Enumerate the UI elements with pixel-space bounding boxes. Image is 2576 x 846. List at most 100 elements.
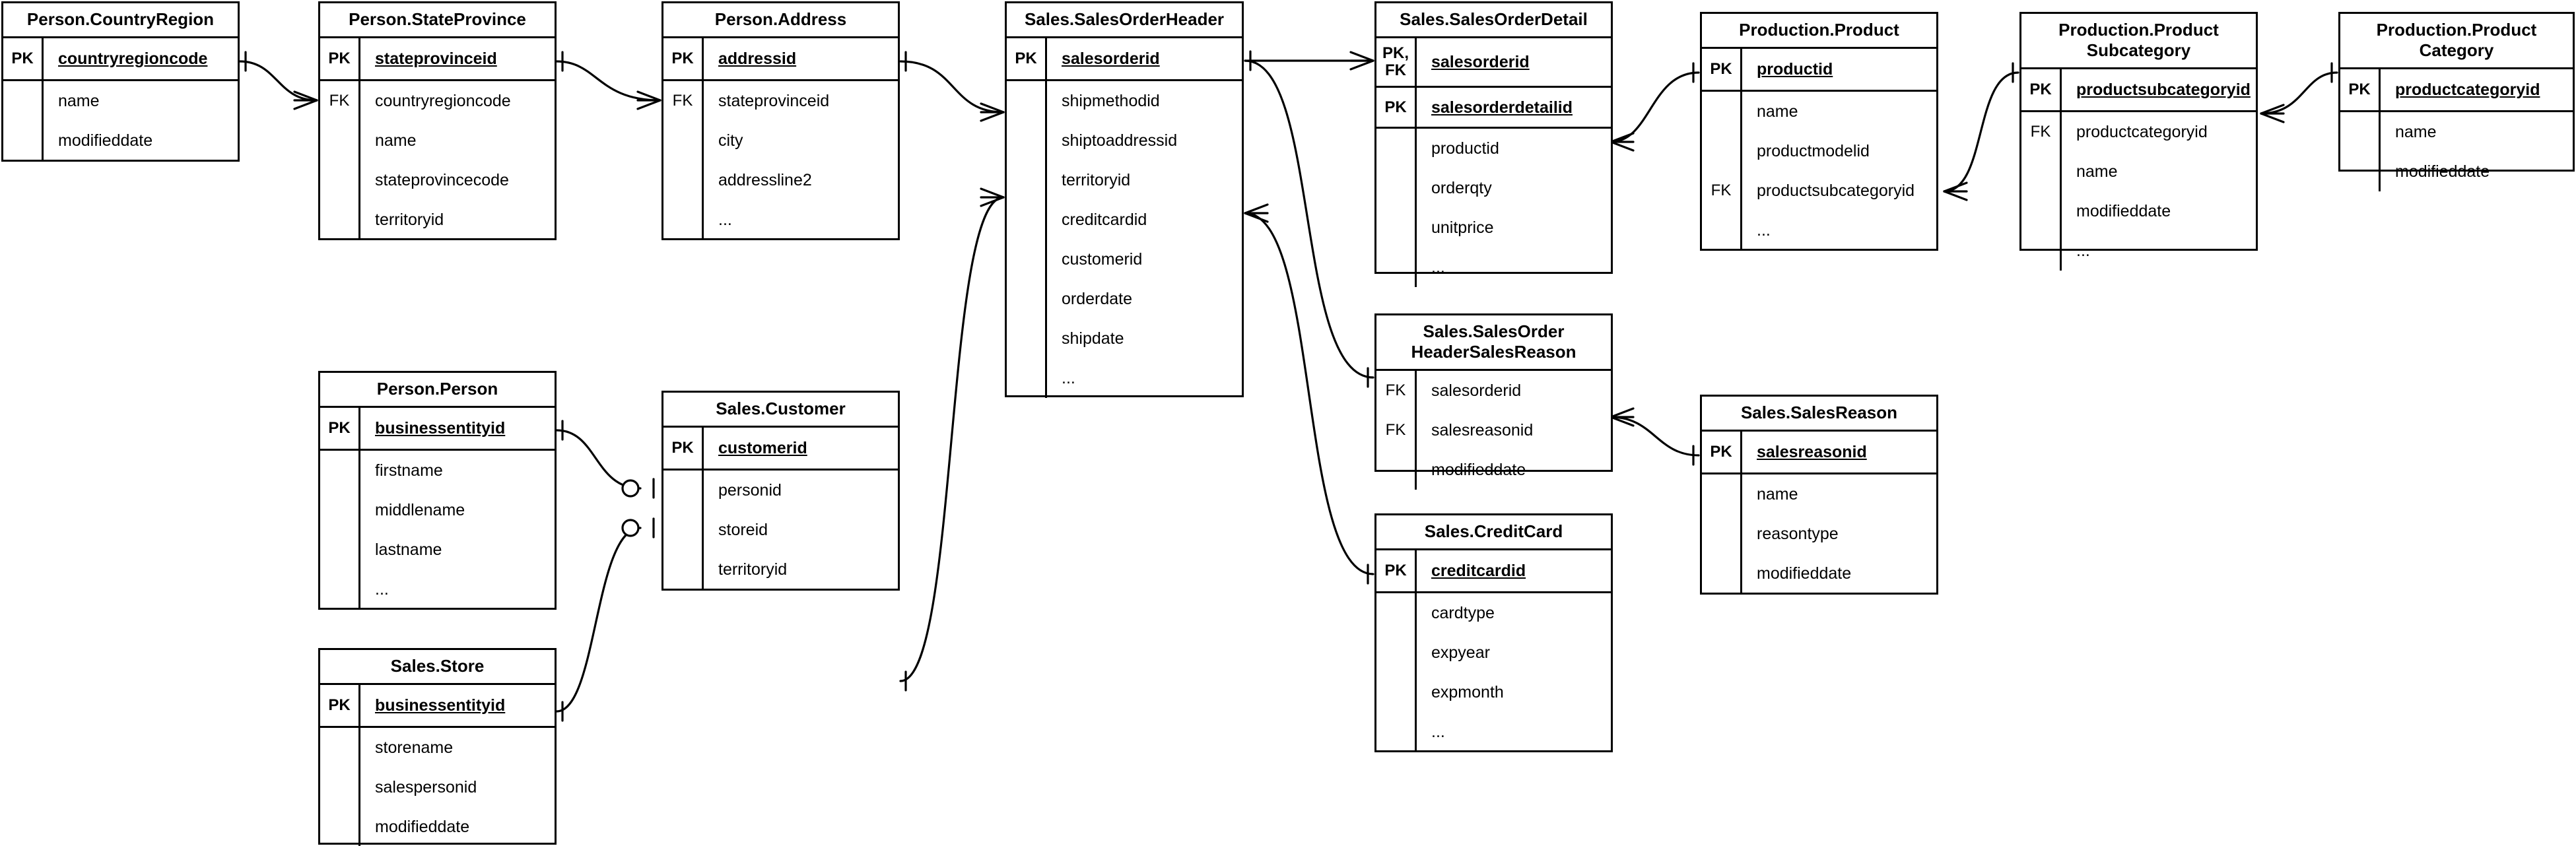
entity-sales-store[interactable]: Sales.Store PK businessentityid storenam… xyxy=(318,648,557,846)
attr-label: expyear xyxy=(1431,643,1490,662)
key-marker xyxy=(1376,247,1417,287)
attr-row[interactable]: FK productcategoryid xyxy=(2021,112,2256,152)
attr-row[interactable]: storeid xyxy=(663,510,898,550)
key-marker xyxy=(2340,152,2381,191)
attr-row[interactable]: ... xyxy=(1376,712,1611,752)
attr-label: city xyxy=(718,131,743,150)
attr-row[interactable]: modifieddate xyxy=(1702,554,1936,593)
entity-person-countryregion[interactable]: Person.CountryRegion PK countryregioncod… xyxy=(1,1,240,162)
attr-row[interactable]: city xyxy=(663,121,898,160)
attr-row[interactable]: territoryid xyxy=(1007,160,1242,200)
attr-row[interactable]: PK stateprovinceid xyxy=(320,38,555,79)
attr-row[interactable]: PK salesreasonid xyxy=(1702,432,1936,472)
attr-row[interactable]: name xyxy=(2021,152,2256,191)
attr-row[interactable]: modifieddate xyxy=(2340,152,2573,191)
entity-sales-customer[interactable]: Sales.Customer PK customerid personid st… xyxy=(661,391,900,591)
attribute-section: shipmethodid shiptoaddressid territoryid… xyxy=(1007,81,1242,398)
attr-row[interactable]: shipdate xyxy=(1007,319,1242,358)
entity-person-person[interactable]: Person.Person PK businessentityid firstn… xyxy=(318,371,557,610)
attr-row[interactable]: addressline2 xyxy=(663,160,898,200)
attr-row[interactable]: PK, FK salesorderid xyxy=(1376,38,1611,86)
attr-label: name xyxy=(375,131,417,150)
attr-row[interactable]: unitprice xyxy=(1376,208,1611,247)
attr-row[interactable]: PK salesorderdetailid xyxy=(1376,86,1611,127)
attr-label: lastname xyxy=(375,540,442,559)
entity-sales-salesreason[interactable]: Sales.SalesReason PK salesreasonid name … xyxy=(1700,395,1938,595)
attr-row[interactable]: cardtype xyxy=(1376,593,1611,633)
attr-row[interactable]: shipmethodid xyxy=(1007,81,1242,121)
attr-row[interactable]: territoryid xyxy=(663,550,898,589)
key-section: PK stateprovinceid xyxy=(320,38,555,81)
attr-row[interactable]: firstname xyxy=(320,451,555,490)
attr-row[interactable]: modifieddate xyxy=(3,121,238,160)
attr-row[interactable]: FK productsubcategoryid xyxy=(1702,171,1936,211)
entity-person-address[interactable]: Person.Address PK addressid FK stateprov… xyxy=(661,1,900,240)
attr-row[interactable]: PK productsubcategoryid xyxy=(2021,69,2256,110)
attr-label: salespersonid xyxy=(375,778,477,797)
attr-row[interactable]: middlename xyxy=(320,490,555,530)
entity-sales-salesorderheadersalesreason[interactable]: Sales.SalesOrder HeaderSalesReason FK sa… xyxy=(1374,313,1613,490)
attr-row[interactable]: modifieddate xyxy=(2021,191,2256,231)
attr-label: salesreasonid xyxy=(1757,443,1867,461)
edge-store-customer xyxy=(555,527,642,713)
entity-sales-salesorderheader[interactable]: Sales.SalesOrderHeader PK salesorderid s… xyxy=(1005,1,1244,398)
attr-row[interactable]: expmonth xyxy=(1376,672,1611,712)
attr-row[interactable]: ... xyxy=(1702,211,1936,250)
attr-row[interactable]: ... xyxy=(1376,247,1611,287)
attr-row[interactable]: storename xyxy=(320,728,555,767)
attr-row[interactable]: PK productid xyxy=(1702,49,1936,90)
attr-row[interactable]: lastname xyxy=(320,530,555,569)
attr-row[interactable]: PK salesorderid xyxy=(1007,38,1242,79)
attr-label: shiptoaddressid xyxy=(1062,131,1178,150)
entity-person-stateprovince[interactable]: Person.StateProvince PK stateprovinceid … xyxy=(318,1,557,240)
entity-production-productsubcategory[interactable]: Production.Product Subcategory PK produc… xyxy=(2019,12,2258,271)
attr-row[interactable]: orderdate xyxy=(1007,279,1242,319)
attribute-section: storename salespersonid modifieddate xyxy=(320,728,555,846)
attr-row[interactable]: ... xyxy=(663,200,898,240)
entity-production-productcategory[interactable]: Production.Product Category PK productca… xyxy=(2338,12,2575,191)
attr-row[interactable]: shiptoaddressid xyxy=(1007,121,1242,160)
attr-row[interactable]: FK salesreasonid xyxy=(1376,410,1611,450)
attr-row[interactable]: PK countryregioncode xyxy=(3,38,238,79)
attr-row[interactable]: PK businessentityid xyxy=(320,408,555,449)
attr-row[interactable]: name xyxy=(1702,92,1936,131)
attr-row[interactable]: name xyxy=(3,81,238,121)
attr-row[interactable]: name xyxy=(320,121,555,160)
attr-row[interactable]: productmodelid xyxy=(1702,131,1936,171)
attr-row[interactable]: productid xyxy=(1376,129,1611,168)
entity-sales-salesorderdetail[interactable]: Sales.SalesOrderDetail PK, FK salesorder… xyxy=(1374,1,1613,287)
attr-row[interactable]: modifieddate xyxy=(320,807,555,846)
entity-production-product[interactable]: Production.Product PK productid name pro… xyxy=(1700,12,1938,251)
attr-row[interactable]: salespersonid xyxy=(320,767,555,807)
attr-row[interactable]: ... xyxy=(1007,358,1242,398)
attr-row[interactable]: FK stateprovinceid xyxy=(663,81,898,121)
key-marker xyxy=(1702,131,1742,171)
attr-row[interactable]: name xyxy=(1702,474,1936,514)
attr-row[interactable]: reasontype xyxy=(1702,514,1936,554)
key-marker: FK xyxy=(320,81,360,121)
attr-row[interactable]: orderqty xyxy=(1376,168,1611,208)
attr-row[interactable]: name xyxy=(2340,112,2573,152)
attr-label: addressid xyxy=(718,49,797,68)
key-marker: PK xyxy=(320,38,360,79)
attr-label: salesorderid xyxy=(1431,53,1530,71)
attr-row[interactable]: PK creditcardid xyxy=(1376,550,1611,591)
attr-row[interactable]: ... xyxy=(320,569,555,609)
attr-row[interactable]: territoryid xyxy=(320,200,555,240)
attr-row[interactable]: customerid xyxy=(1007,240,1242,279)
attr-row[interactable]: PK businessentityid xyxy=(320,685,555,726)
entity-sales-creditcard[interactable]: Sales.CreditCard PK creditcardid cardtyp… xyxy=(1374,513,1613,752)
attr-row[interactable]: PK addressid xyxy=(663,38,898,79)
attr-row[interactable]: PK customerid xyxy=(663,428,898,469)
attr-row[interactable]: FK salesorderid xyxy=(1376,371,1611,410)
attr-row[interactable]: creditcardid xyxy=(1007,200,1242,240)
key-marker: PK xyxy=(663,428,704,469)
attr-row[interactable]: ... xyxy=(2021,231,2256,271)
attr-row[interactable]: personid xyxy=(663,471,898,510)
attribute-section: name modifieddate xyxy=(2340,112,2573,191)
attr-row[interactable]: modifieddate xyxy=(1376,450,1611,490)
attr-row[interactable]: FK countryregioncode xyxy=(320,81,555,121)
attr-row[interactable]: expyear xyxy=(1376,633,1611,672)
attr-row[interactable]: PK productcategoryid xyxy=(2340,69,2573,110)
attr-row[interactable]: stateprovincecode xyxy=(320,160,555,200)
